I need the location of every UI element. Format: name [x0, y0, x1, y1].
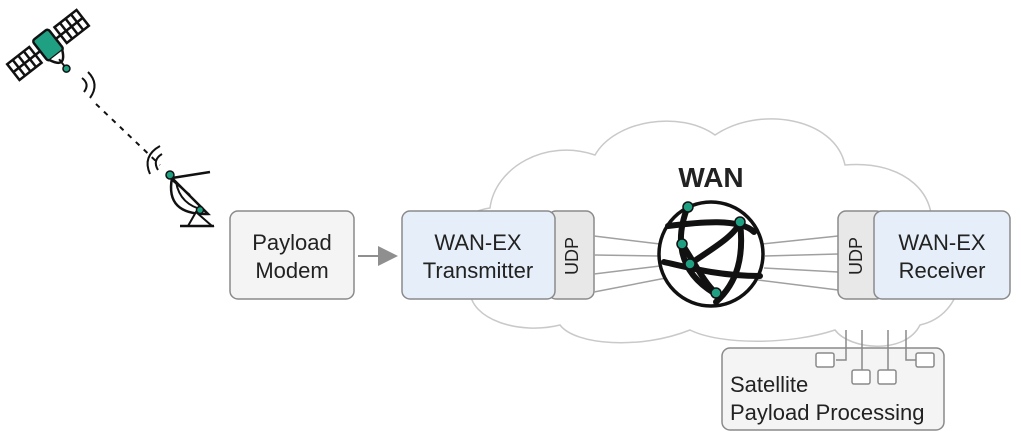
- transmitter-udp-box: UDP: [547, 210, 595, 300]
- receiver-label-line2: Receiver: [899, 258, 986, 283]
- processing-connectors: [836, 330, 916, 370]
- wan-ex-receiver-box: WAN-EX Receiver: [873, 210, 1011, 300]
- modem-label-line2: Modem: [255, 258, 328, 283]
- satellite-icon: [5, 8, 91, 82]
- transmitter-label-line2: Transmitter: [423, 258, 533, 283]
- receiver-label-line1: WAN-EX: [898, 230, 986, 255]
- receiver-links: [757, 235, 839, 291]
- receiver-udp-label: UDP: [846, 237, 866, 275]
- processing-label-line2: Payload Processing: [730, 400, 924, 425]
- transmitter-udp-label: UDP: [562, 237, 582, 275]
- processing-ports: [815, 352, 935, 385]
- payload-modem-box: Payload Modem: [229, 210, 355, 300]
- dish-antenna-icon: [165, 170, 215, 228]
- modem-label-line1: Payload: [252, 230, 332, 255]
- transmitter-label-line1: WAN-EX: [434, 230, 522, 255]
- wan-ex-transmitter-box: WAN-EX Transmitter: [401, 210, 556, 300]
- satellite-downlink: [95, 103, 161, 166]
- wan-title: WAN: [678, 162, 743, 193]
- receiver-udp-box: UDP: [837, 210, 885, 300]
- signal-waves-icon: [81, 71, 96, 99]
- transmitter-links: [593, 235, 667, 293]
- processing-label-line1: Satellite: [730, 372, 808, 397]
- signal-waves-icon: [146, 145, 163, 175]
- wan-globe-icon: [657, 200, 765, 308]
